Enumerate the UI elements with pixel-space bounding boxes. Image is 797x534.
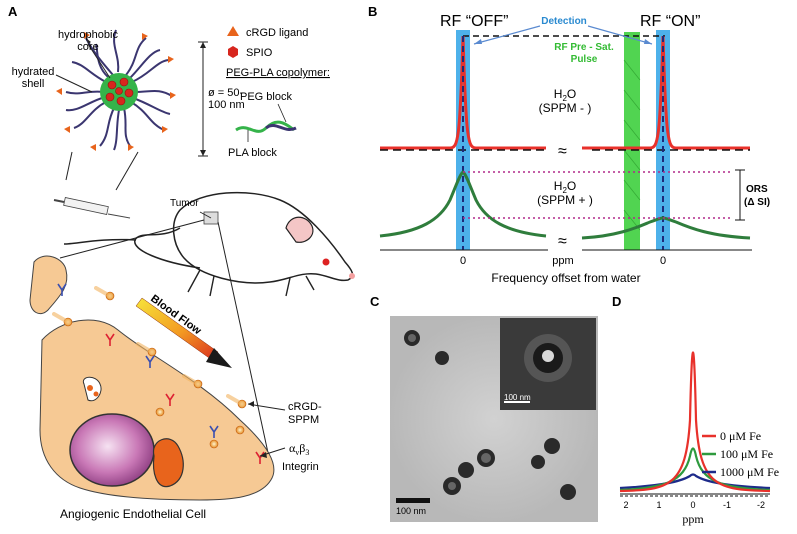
d-tick-3: 0: [690, 500, 695, 510]
spio-icon: [228, 46, 238, 58]
pla-block-label: PLA block: [228, 147, 277, 159]
sppm-minus-label: (SPPM - ): [539, 101, 592, 115]
rf-off-title: RF “OFF”: [440, 13, 508, 30]
presat-pulse-band: [624, 32, 640, 250]
mouse-illustration: Tumor: [63, 191, 355, 297]
panel-a: A: [8, 4, 355, 521]
panel-d-xlabel: ppm: [682, 512, 704, 526]
spio-label: SPIO: [246, 47, 273, 59]
tick-zero-on: 0: [660, 255, 666, 267]
cell-label: Angiogenic Endothelial Cell: [60, 507, 206, 521]
d-tick-4: -1: [723, 500, 731, 510]
curve-0uM: [619, 351, 771, 493]
hydrated-shell-label-1: hydrated: [12, 66, 55, 78]
d-tick-2: 1: [656, 500, 661, 510]
copolymer-title: PEG-PLA copolymer:: [226, 67, 330, 79]
endosome: [152, 438, 184, 488]
presat-label-1: RF Pre - Sat.: [554, 42, 614, 53]
d-tick-1: 2: [623, 500, 628, 510]
panel-c: C 100 nm 100 nm: [370, 294, 598, 522]
axis-break-lower: ≈: [558, 233, 567, 250]
scale-bar: [396, 498, 430, 503]
hydrophobic-core-label-2: core: [77, 41, 98, 53]
axis-break-upper: ≈: [558, 143, 567, 160]
panel-label-a: A: [8, 4, 18, 19]
crgd-ligand-icon: [227, 26, 239, 36]
h2o-label-bottom: H2O: [554, 179, 576, 195]
crgd-ligand-label: cRGD ligand: [246, 27, 308, 39]
tumor-label: Tumor: [170, 198, 199, 209]
rf-on-title: RF “ON”: [640, 13, 700, 30]
panel-b-xlabel: Frequency offset from water: [491, 271, 640, 285]
crgd-sppm-label-1: cRGD-: [288, 401, 322, 413]
integrin-alpha-beta: αvβ3: [289, 441, 309, 457]
sppm-particles: [52, 286, 247, 449]
delta-si-label: (Δ SI): [744, 197, 770, 208]
tem-particles: [404, 330, 576, 500]
diameter-label-1: ø = 50-: [208, 87, 243, 99]
presat-label-2: Pulse: [571, 54, 598, 65]
integrin-label: Integrin: [282, 461, 319, 473]
scale-label: 100 nm: [396, 506, 426, 516]
crgd-sppm-label-2: SPPM: [288, 414, 319, 426]
micelle-legend: cRGD ligand SPIO PEG-PLA copolymer: ø = …: [198, 26, 330, 159]
tick-zero-off: 0: [460, 255, 466, 267]
detection-label: Detection: [541, 16, 587, 27]
sppm-plus-label: (SPPM + ): [537, 193, 593, 207]
syringe-icon: [53, 197, 131, 219]
legend-1000uM: 1000 μM Fe: [720, 465, 779, 479]
diameter-label-2: 100 nm: [208, 99, 245, 111]
legend-100uM: 100 μM Fe: [720, 447, 773, 461]
legend-0uM: 0 μM Fe: [720, 429, 761, 443]
hydrated-shell-label-2: shell: [22, 78, 45, 90]
d-tick-5: -2: [757, 500, 765, 510]
panel-b: B ORS (Δ SI) ≈ ≈: [368, 4, 770, 285]
hydrophobic-core-label-1: hydrophobic: [58, 29, 118, 41]
ors-label: ORS: [746, 184, 768, 195]
panel-label-c: C: [370, 294, 380, 309]
ppm-unit: ppm: [552, 255, 573, 267]
micelle-diagram: hydrophobic core hydrated shell: [12, 29, 176, 151]
peg-strand: [265, 123, 297, 131]
panel-label-b: B: [368, 4, 377, 19]
inset-scale-label: 100 nm: [504, 393, 531, 402]
panel-d: D 2 1 0 -1 -2 ppm 0 μM Fe 100 μM Fe 1000…: [612, 294, 779, 526]
peg-block-label: PEG block: [240, 91, 292, 103]
panel-label-d: D: [612, 294, 621, 309]
cell-nucleus: [69, 413, 155, 487]
integrin-receptors: [57, 283, 265, 464]
panel-d-legend: 0 μM Fe 100 μM Fe 1000 μM Fe: [702, 429, 779, 479]
h2o-label-top: H2O: [554, 87, 576, 103]
